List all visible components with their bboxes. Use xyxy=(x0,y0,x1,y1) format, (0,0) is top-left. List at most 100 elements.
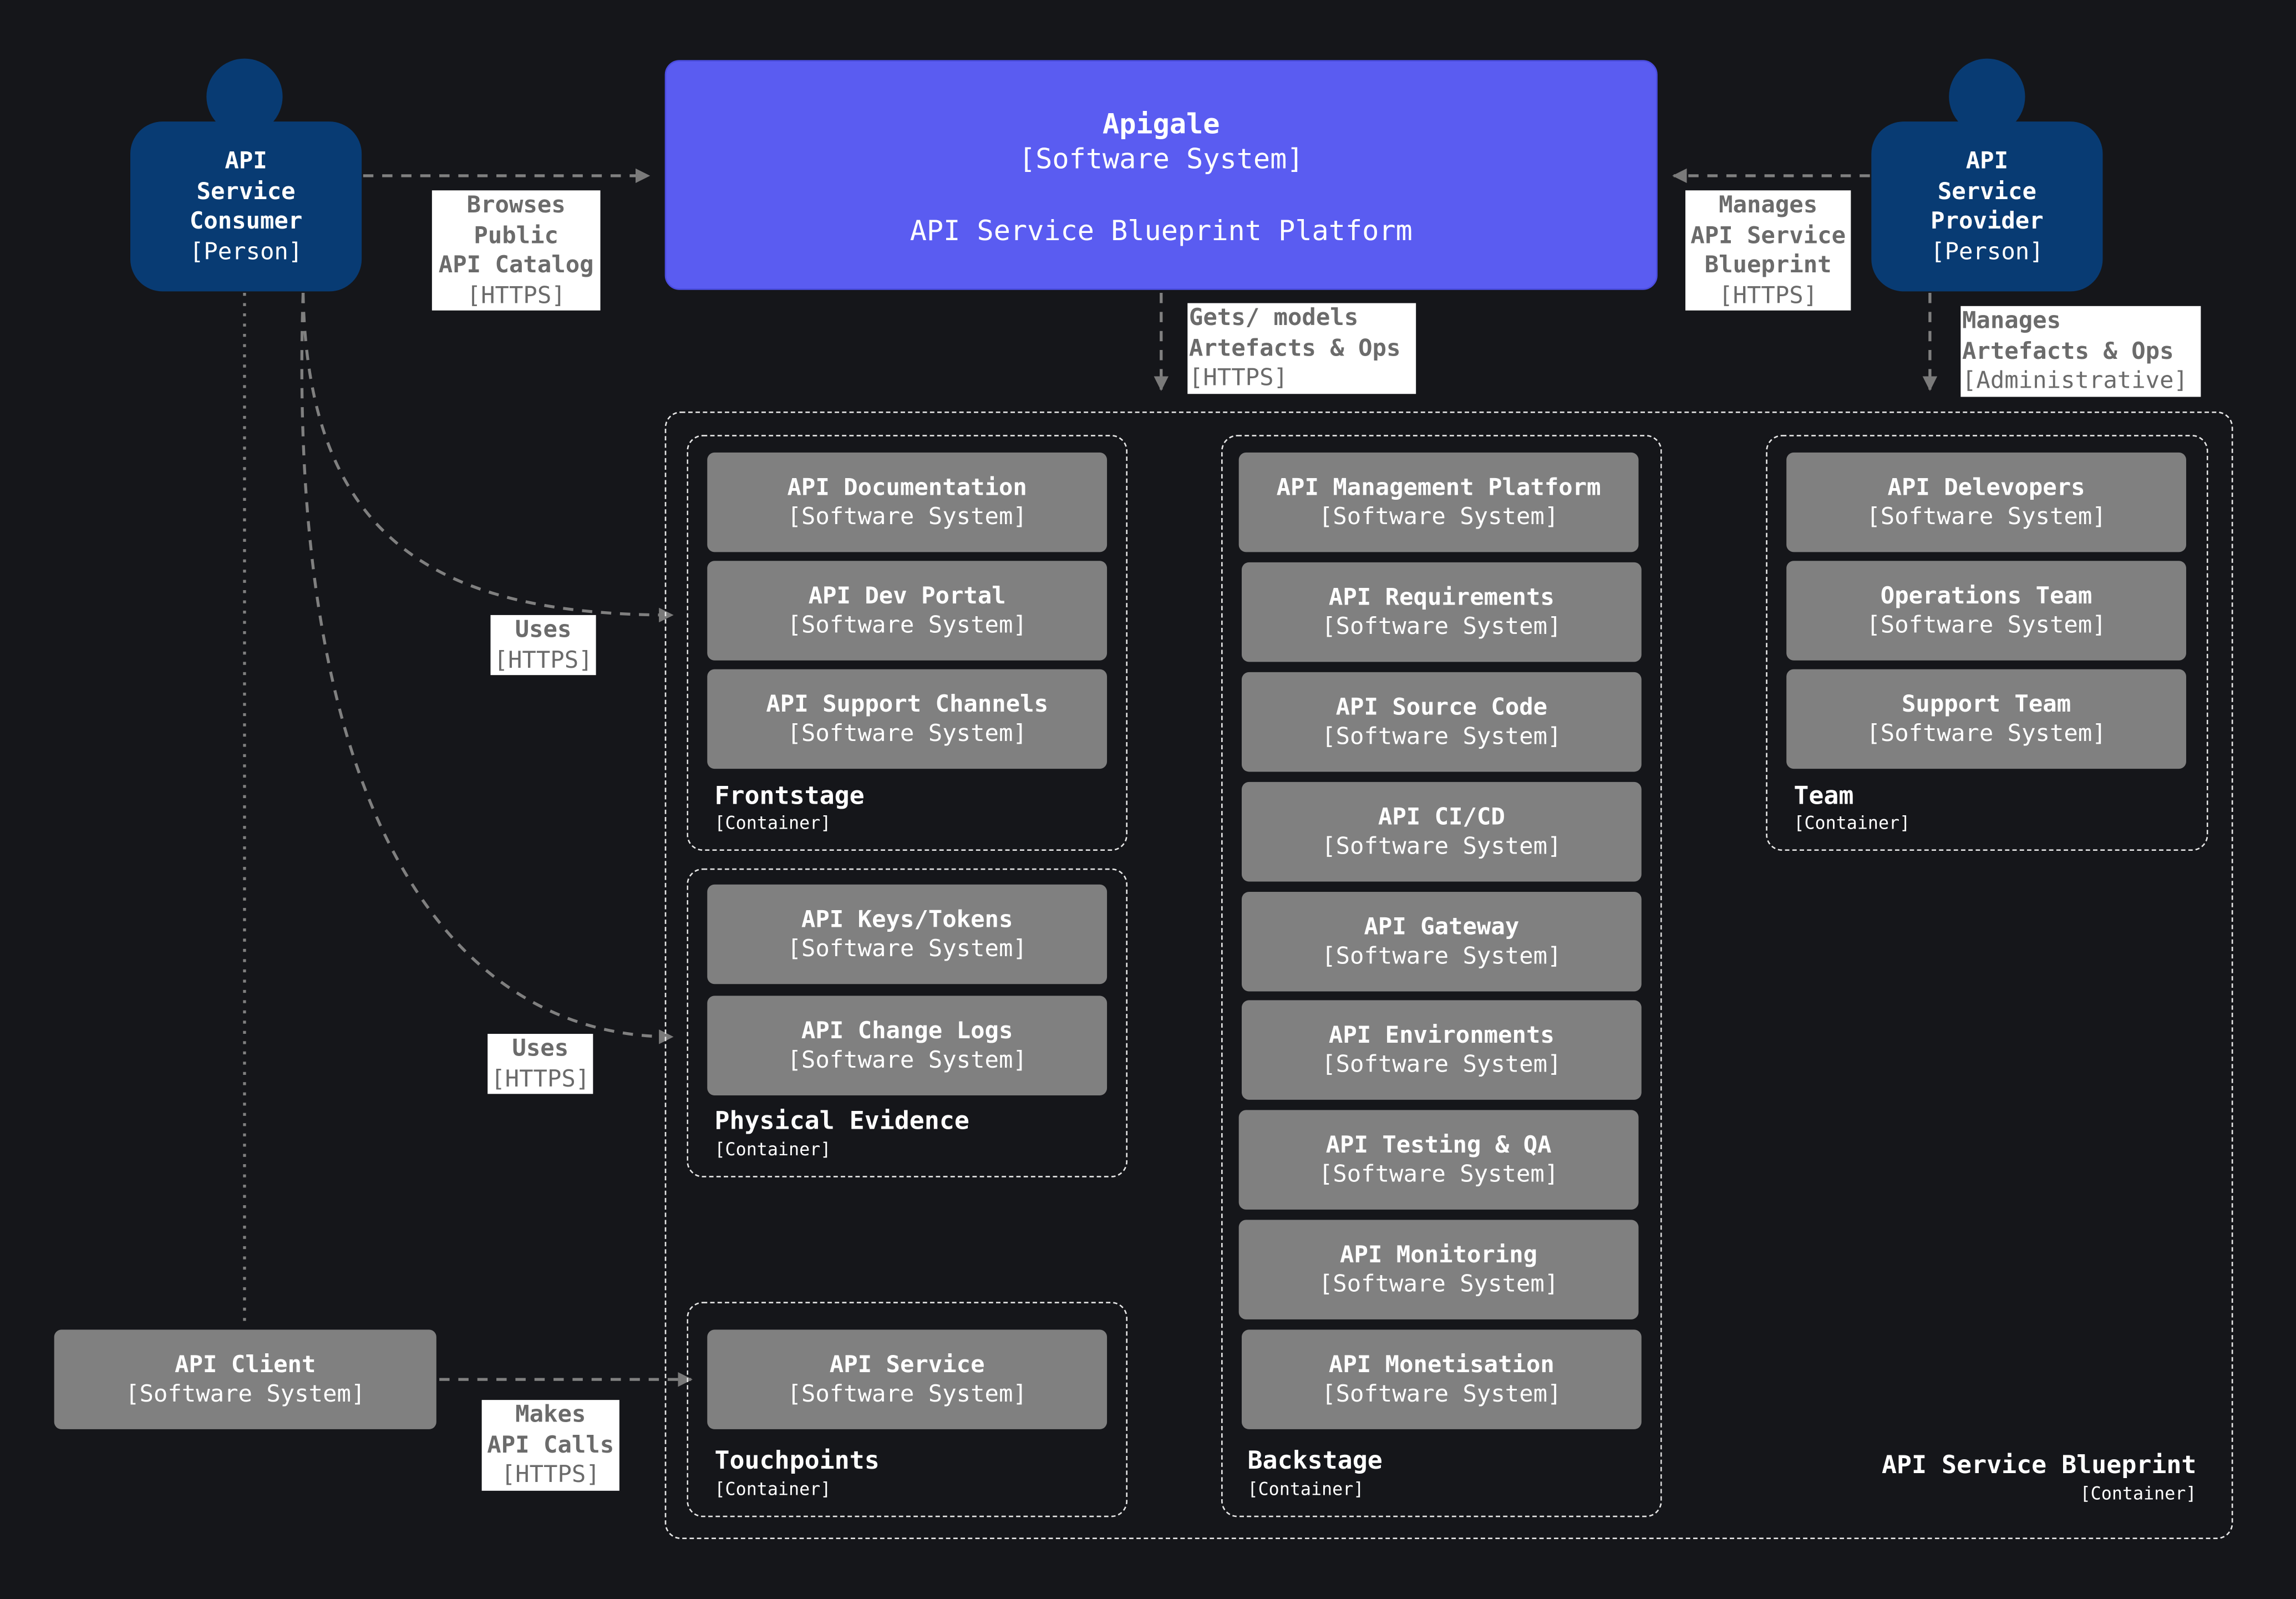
system-kind: [Software System] xyxy=(1318,1270,1559,1298)
apigale-name: Apigale xyxy=(1103,108,1220,141)
system-name: API Management Platform xyxy=(1276,472,1601,500)
system-name: API Change Logs xyxy=(801,1016,1013,1044)
system-name: API Keys/Tokens xyxy=(801,904,1013,932)
relation-tech: [HTTPS] xyxy=(1188,363,1288,391)
api-documentation-system[interactable]: API Documentation [Software System] xyxy=(707,452,1108,552)
system-name: API Support Channels xyxy=(766,689,1049,717)
relation-text: Gets/ models xyxy=(1188,303,1359,331)
system-kind: [Software System] xyxy=(1322,612,1562,640)
provider-name-line: Service xyxy=(1937,176,2036,205)
api-service-blueprint-title: API Service Blueprint xyxy=(1881,1451,2197,1481)
system-kind: [Software System] xyxy=(787,1379,1027,1408)
relation-text: Manages xyxy=(1962,306,2061,334)
system-kind: [Software System] xyxy=(1322,941,1562,969)
relation-tech: [HTTPS] xyxy=(501,1460,600,1488)
system-kind: [Software System] xyxy=(787,1045,1027,1074)
team-title: Team xyxy=(1794,781,1854,811)
system-name: API Monetisation xyxy=(1328,1349,1555,1378)
relation-text: Artefacts & Ops xyxy=(1188,333,1401,361)
frontstage-boundary xyxy=(687,435,1128,851)
apigale-system[interactable]: Apigale [Software System] API Service Bl… xyxy=(664,60,1658,290)
relation-text: API Catalog xyxy=(438,250,594,278)
api-source-code-system[interactable]: API Source Code [Software System] xyxy=(1241,672,1642,772)
api-monitoring-system[interactable]: API Monitoring [Software System] xyxy=(1238,1220,1639,1319)
uses-evidence-arrow xyxy=(300,292,674,1044)
relation-text: Uses xyxy=(512,1034,569,1062)
system-kind: [Software System] xyxy=(787,502,1027,530)
relation-text: API Calls xyxy=(487,1430,614,1458)
support-team-system[interactable]: Support Team [Software System] xyxy=(1786,669,2186,769)
provider-kind: [Person] xyxy=(1931,236,2044,265)
relation-tech: [Administrative] xyxy=(1962,366,2188,394)
operations-team-system[interactable]: Operations Team [Software System] xyxy=(1786,561,2186,661)
system-name: API CI/CD xyxy=(1378,801,1505,830)
uses-frontstage-arrow xyxy=(301,293,674,623)
backstage-kind: [Container] xyxy=(1247,1479,1364,1500)
system-name: Support Team xyxy=(1901,689,2071,717)
system-name: API Service xyxy=(829,1349,985,1378)
relation-text: Uses xyxy=(515,615,572,643)
api-management-platform-system[interactable]: API Management Platform [Software System… xyxy=(1238,452,1639,552)
browses-label: Browses Public API Catalog [HTTPS] xyxy=(431,190,601,311)
system-name: API Gateway xyxy=(1364,911,1520,940)
relation-text: API Service xyxy=(1690,220,1846,248)
frontstage-kind: [Container] xyxy=(714,813,831,834)
provider-name-line: API xyxy=(1965,146,2009,175)
api-client-system[interactable]: API Client [Software System] xyxy=(54,1329,436,1429)
system-name: API Delevopers xyxy=(1887,472,2085,500)
apigale-kind: [Software System] xyxy=(1019,143,1304,176)
api-monetisation-system[interactable]: API Monetisation [Software System] xyxy=(1241,1329,1642,1429)
api-requirements-system[interactable]: API Requirements [Software System] xyxy=(1241,562,1642,662)
makes-calls-label: Makes API Calls [HTTPS] xyxy=(481,1400,619,1490)
relation-text: Manages xyxy=(1719,190,1818,219)
frontstage-title: Frontstage xyxy=(714,781,865,811)
system-name: API Environments xyxy=(1328,1019,1555,1048)
system-name: API Requirements xyxy=(1328,582,1555,610)
api-service-blueprint-kind: [Container] xyxy=(2080,1483,2197,1504)
system-kind: [Software System] xyxy=(1866,611,2106,639)
touchpoints-kind: [Container] xyxy=(714,1479,831,1500)
api-ci-cd-system[interactable]: API CI/CD [Software System] xyxy=(1241,781,1642,882)
api-service-system[interactable]: API Service [Software System] xyxy=(707,1329,1108,1429)
relation-tech: [HTTPS] xyxy=(466,280,566,308)
api-gateway-system[interactable]: API Gateway [Software System] xyxy=(1241,891,1642,992)
api-service-blueprint-boundary xyxy=(664,411,2233,1539)
api-change-logs-system[interactable]: API Change Logs [Software System] xyxy=(707,996,1108,1095)
provider-name-line: Provider xyxy=(1931,206,2044,235)
backstage-title: Backstage xyxy=(1247,1446,1383,1476)
touchpoints-boundary xyxy=(687,1302,1128,1517)
consumer-name-line: Service xyxy=(196,176,296,205)
api-dev-portal-system[interactable]: API Dev Portal [Software System] xyxy=(707,561,1108,661)
apigale-description: API Service Blueprint Platform xyxy=(910,215,1413,248)
api-environments-system[interactable]: API Environments [Software System] xyxy=(1241,1000,1642,1100)
relation-tech: [HTTPS] xyxy=(1719,280,1818,308)
system-name: API Testing & QA xyxy=(1325,1129,1552,1158)
api-developers-system[interactable]: API Delevopers [Software System] xyxy=(1786,452,2186,552)
relation-text: Public xyxy=(474,220,558,248)
system-kind: [Software System] xyxy=(787,934,1027,962)
system-kind: [Software System] xyxy=(125,1379,365,1408)
api-service-consumer-person[interactable]: API Service Consumer [Person] xyxy=(130,121,362,292)
manages-blueprint-label: Manages API Service Blueprint [HTTPS] xyxy=(1685,190,1851,311)
touchpoints-title: Touchpoints xyxy=(714,1446,880,1476)
api-testing-qa-system[interactable]: API Testing & QA [Software System] xyxy=(1238,1110,1639,1210)
relation-text: Blueprint xyxy=(1704,250,1832,278)
relation-tech: [HTTPS] xyxy=(494,645,593,673)
api-support-channels-system[interactable]: API Support Channels [Software System] xyxy=(707,669,1108,769)
system-name: Operations Team xyxy=(1880,580,2092,609)
team-kind: [Container] xyxy=(1794,813,1911,834)
system-name: API Client xyxy=(175,1349,316,1378)
system-kind: [Software System] xyxy=(1866,719,2106,747)
consumer-name-line: API xyxy=(225,146,267,175)
system-name: API Monitoring xyxy=(1340,1240,1538,1268)
system-kind: [Software System] xyxy=(1322,1379,1562,1408)
api-keys-tokens-system[interactable]: API Keys/Tokens [Software System] xyxy=(707,884,1108,984)
api-service-provider-person[interactable]: API Service Provider [Person] xyxy=(1871,121,2103,292)
gets-models-label: Gets/ models Artefacts & Ops [HTTPS] xyxy=(1187,303,1416,393)
system-kind: [Software System] xyxy=(1318,1160,1559,1188)
system-kind: [Software System] xyxy=(1322,1050,1562,1078)
uses-frontstage-label: Uses [HTTPS] xyxy=(490,615,596,676)
system-kind: [Software System] xyxy=(1322,831,1562,860)
physical-evidence-title: Physical Evidence xyxy=(714,1107,969,1136)
